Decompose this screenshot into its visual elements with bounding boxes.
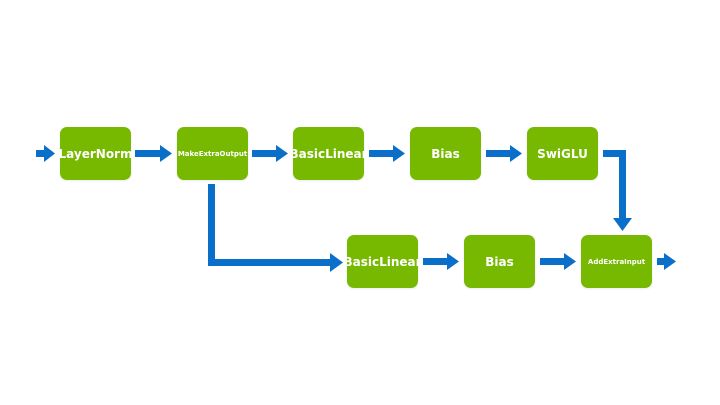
arrow-basiclinear-to-bias-branch: [423, 253, 459, 270]
node-basic-linear-bottom: BasicLinear: [343, 235, 422, 288]
node-make-extra-output: MakeExtraOutput: [177, 127, 248, 180]
node-swiglu: SwiGLU: [527, 127, 598, 180]
node-add-extra-input: AddExtraInput: [581, 235, 652, 288]
arrow-layernorm-to-makeextraoutput: [135, 145, 172, 162]
arrow-basiclinear-to-bias: [369, 145, 405, 162]
arrow-swiglu-to-addextrainput: [603, 150, 632, 231]
arrow-output: [657, 253, 676, 270]
node-bias-top: Bias: [410, 127, 481, 180]
arrow-makeextraoutput-to-basiclinear: [252, 145, 288, 162]
node-bias-bottom: Bias: [464, 235, 535, 288]
node-basic-linear-top: BasicLinear: [289, 127, 368, 180]
arrow-makeextraoutput-to-basiclinear-branch: [208, 184, 343, 272]
arrow-bias-to-swiglu: [486, 145, 522, 162]
node-layernorm: LayerNorm: [59, 127, 132, 180]
arrow-bias-to-addextrainput: [540, 253, 576, 270]
arrow-input: [36, 145, 55, 162]
